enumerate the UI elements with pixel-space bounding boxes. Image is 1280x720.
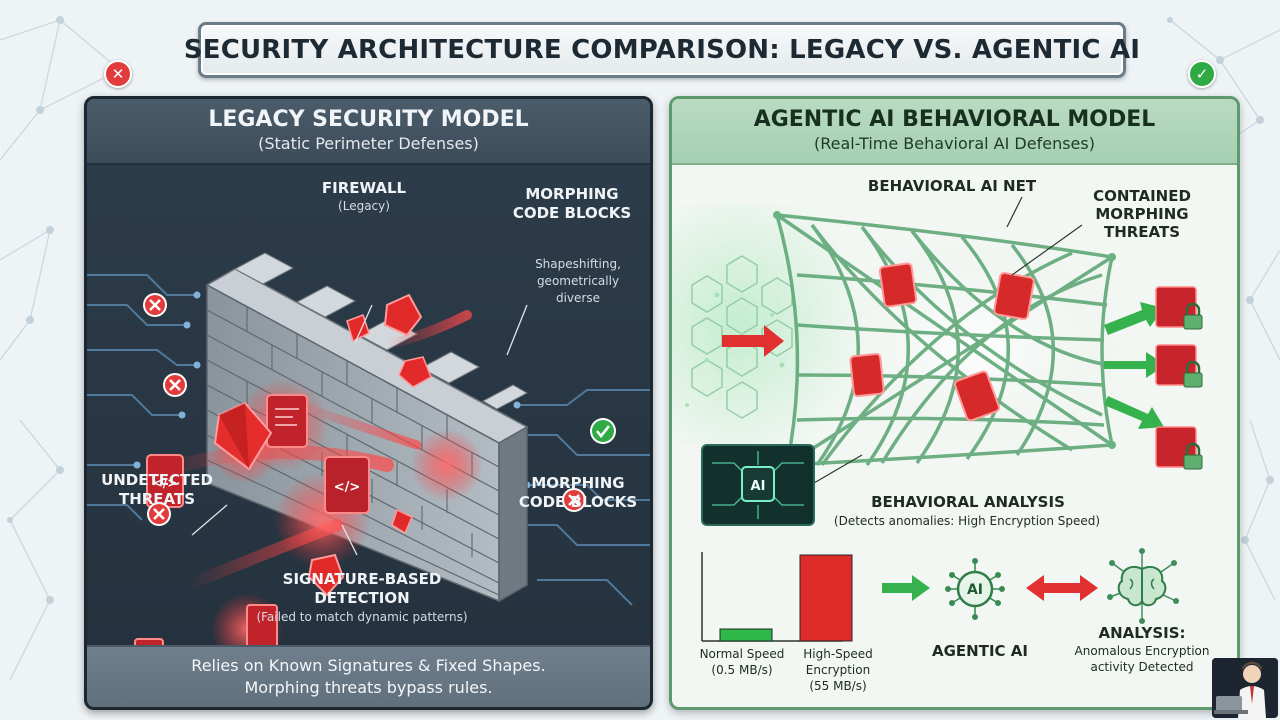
legacy-footer-line-2: Morphing threats bypass rules. — [244, 678, 493, 697]
bar-normal-label-1: Normal Speed — [699, 647, 785, 661]
agentic-header: AGENTIC AI BEHAVIORAL MODEL (Real-Time B… — [672, 99, 1237, 165]
morph-bottom-label-1: MORPHING — [531, 474, 625, 492]
bar-high-label-2: Encryption — [805, 663, 871, 677]
firewall-sub: (Legacy) — [338, 199, 390, 213]
close-icon: ✕ — [104, 60, 132, 88]
close-icon — [147, 502, 171, 526]
code-block-3: </> — [324, 456, 370, 514]
agentic-label: AGENTIC AI — [932, 642, 1028, 660]
svg-text:AI: AI — [967, 582, 983, 598]
brain-icon — [1107, 548, 1179, 624]
morph-bottom-label-2: CODE BLOCKS — [518, 493, 638, 511]
check-icon — [590, 418, 616, 444]
legacy-header: LEGACY SECURITY MODEL (Static Perimeter … — [87, 99, 650, 165]
arrow-right-icon — [722, 325, 784, 357]
bar-normal-speed — [719, 628, 773, 642]
title-banner: SECURITY ARCHITECTURE COMPARISON: LEGACY… — [184, 22, 1140, 78]
contained-threat — [849, 262, 1035, 422]
undetected-label-1: UNDETECTED — [101, 471, 213, 489]
bar-high-speed — [799, 554, 853, 642]
agentic-ai-icon: AI — [945, 558, 1005, 620]
close-icon — [163, 373, 187, 397]
avatar — [1212, 658, 1278, 718]
lock-icon — [1183, 302, 1203, 330]
signature-label-1: SIGNATURE-BASED — [282, 570, 442, 588]
agentic-subtitle: (Real-Time Behavioral AI Defenses) — [814, 134, 1095, 153]
result-sub-2: activity Detected — [1090, 660, 1194, 674]
code-block-2: </> — [146, 454, 184, 508]
page-title: SECURITY ARCHITECTURE COMPARISON: LEGACY… — [183, 35, 1141, 65]
ai-chip: AI — [701, 444, 815, 526]
signature-sub: (Failed to match dynamic patterns) — [256, 610, 468, 624]
agentic-title: AGENTIC AI BEHAVIORAL MODEL — [753, 107, 1156, 132]
arrow-right-icon — [882, 575, 930, 601]
net-label: BEHAVIORAL AI NET — [867, 177, 1037, 195]
bar-normal-label-2: (0.5 MB/s) — [711, 663, 773, 677]
result-label: ANALYSIS: — [1098, 624, 1186, 642]
contained-label-2: MORPHING — [1095, 205, 1189, 223]
legacy-panel: LEGACY SECURITY MODEL (Static Perimeter … — [84, 96, 653, 710]
lock-icon — [1183, 360, 1203, 388]
morphing-gem-large — [213, 401, 273, 471]
behavioral-net — [775, 213, 1114, 467]
legacy-title: LEGACY SECURITY MODEL — [208, 107, 529, 132]
double-arrow-icon — [1026, 575, 1098, 601]
code-block-4 — [134, 604, 278, 645]
legacy-scene: </> </> — [87, 252, 650, 645]
bar-high-label-3: (55 MB/s) — [809, 679, 867, 693]
morph-top-label-1: MORPHING — [525, 185, 619, 203]
undetected-label-2: THREATS — [118, 490, 196, 508]
morph-top-desc-2: geometrically — [536, 274, 620, 288]
morph-top-desc-1: Shapeshifting, — [535, 257, 621, 271]
contained-label-3: THREATS — [1103, 223, 1181, 241]
agentic-scene: AI AI — [672, 196, 1203, 642]
bar-high-label-1: High-Speed — [803, 647, 873, 661]
svg-text:</>: </> — [334, 480, 361, 495]
close-icon — [143, 293, 167, 317]
analysis-sub: (Detects anomalies: High Encryption Spee… — [833, 514, 1101, 528]
morphing-gem-top — [383, 293, 423, 337]
check-icon: ✓ — [1188, 60, 1216, 88]
svg-text:AI: AI — [751, 479, 766, 494]
legacy-footer: Relies on Known Signatures & Fixed Shape… — [87, 645, 650, 707]
result-sub-1: Anomalous Encryption — [1074, 644, 1210, 658]
lock-icon — [1183, 442, 1203, 470]
signature-label-2: DETECTION — [314, 589, 410, 607]
agentic-panel: AGENTIC AI BEHAVIORAL MODEL (Real-Time B… — [669, 96, 1240, 710]
close-icon — [562, 488, 586, 512]
legacy-footer-line-1: Relies on Known Signatures & Fixed Shape… — [191, 656, 546, 675]
speed-chart — [701, 552, 853, 642]
firewall-label: FIREWALL — [321, 179, 407, 197]
legacy-subtitle: (Static Perimeter Defenses) — [258, 134, 479, 153]
code-block-1 — [266, 394, 308, 448]
analysis-label: BEHAVIORAL ANALYSIS — [871, 493, 1065, 511]
morph-top-label-2: CODE BLOCKS — [512, 204, 632, 222]
svg-text:</>: </> — [153, 476, 178, 490]
morph-top-desc-3: diverse — [555, 291, 600, 305]
contained-label-1: CONTAINED — [1093, 187, 1191, 205]
